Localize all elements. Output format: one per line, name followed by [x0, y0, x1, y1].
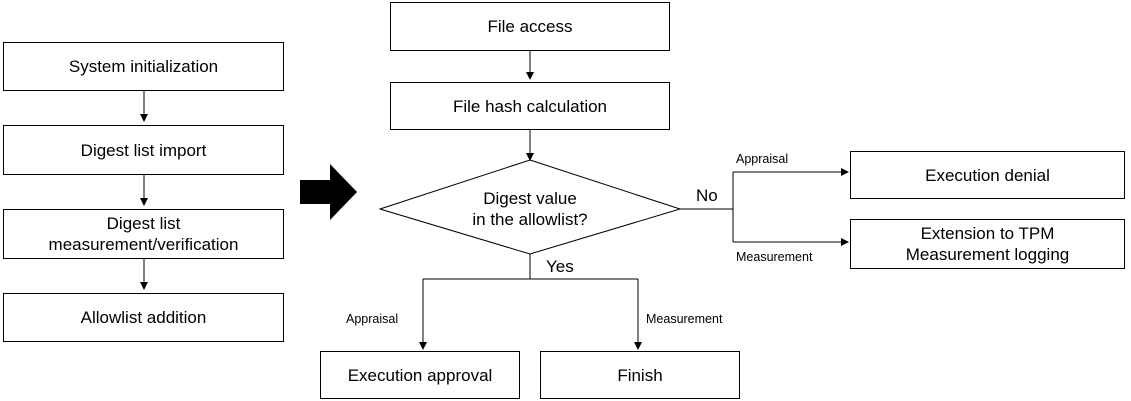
digest-list-measurement-line1: Digest list [106, 214, 181, 233]
transition-arrow [300, 164, 357, 220]
decision-line1: Digest value [483, 189, 577, 208]
appraisal-bottom-label: Appraisal [346, 312, 399, 326]
file-access-box: File access [390, 2, 670, 51]
system-initialization-box: System initialization [3, 42, 284, 91]
execution-approval-box: Execution approval [320, 351, 520, 399]
finish-box: Finish [540, 351, 740, 399]
no-label: No [696, 186, 718, 205]
appraisal-top-label: Appraisal [736, 152, 789, 166]
yes-label: Yes [546, 257, 574, 276]
extension-to-tpm-line2: Measurement logging [905, 245, 1070, 264]
finish-label: Finish [617, 365, 663, 385]
file-hash-calculation-box: File hash calculation [390, 82, 670, 130]
execution-approval-label: Execution approval [347, 365, 493, 385]
digest-list-measurement-box: Digest list measurement/verification [3, 209, 284, 259]
extension-to-tpm-line1: Extension to TPM [920, 224, 1055, 243]
digest-list-import-box: Digest list import [3, 125, 284, 175]
allowlist-addition-box: Allowlist addition [3, 293, 284, 342]
measurement-top-label: Measurement [736, 250, 813, 264]
file-hash-calculation-label: File hash calculation [452, 96, 608, 116]
execution-denial-label: Execution denial [925, 165, 1050, 185]
decision-text: Digest value in the allowlist? [430, 188, 630, 230]
extension-to-tpm-box: Extension to TPM Measurement logging [850, 219, 1125, 269]
decision-line2: in the allowlist? [472, 210, 588, 229]
digest-list-measurement-line2: measurement/verification [48, 235, 239, 254]
digest-list-import-label: Digest list import [80, 140, 207, 160]
allowlist-addition-label: Allowlist addition [80, 308, 207, 327]
execution-denial-box: Execution denial [850, 151, 1125, 199]
file-access-label: File access [487, 17, 573, 36]
system-initialization-label: System initialization [68, 57, 219, 76]
measurement-bottom-label: Measurement [646, 312, 723, 326]
